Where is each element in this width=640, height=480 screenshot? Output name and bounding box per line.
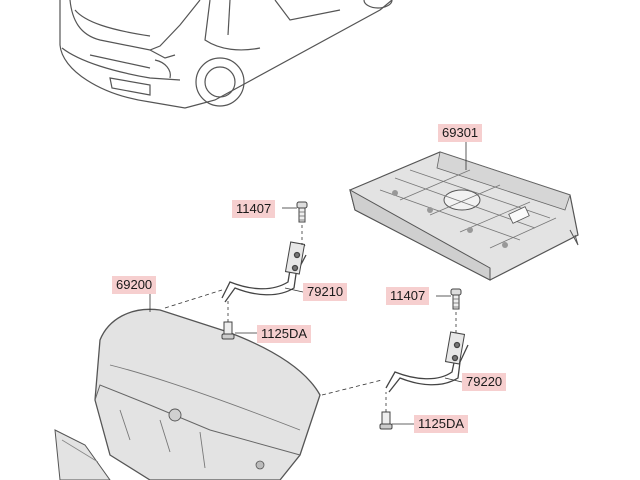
label-trunk-lid: 69200 [112,276,157,294]
left-bolt-part [296,201,308,223]
trunk-lid-part [54,308,321,480]
label-hinge-right: 79220 [462,373,507,391]
label-clip-left: 1125DA [257,325,312,343]
label-hinge-left: 79210 [303,283,348,301]
right-clip-part [379,411,393,430]
leader-lines [149,137,467,425]
right-hinge-part [385,331,469,393]
left-hinge-part [221,241,307,303]
package-tray-part [349,151,579,281]
right-bolt-part [450,288,462,310]
label-clip-right: 1125DA [414,415,469,433]
left-clip-part [221,321,235,340]
label-bolt-left: 11407 [232,200,276,218]
label-bolt-right: 11407 [386,287,430,305]
label-package-tray: 69301 [438,124,483,142]
car-rear-illustration [59,0,393,109]
